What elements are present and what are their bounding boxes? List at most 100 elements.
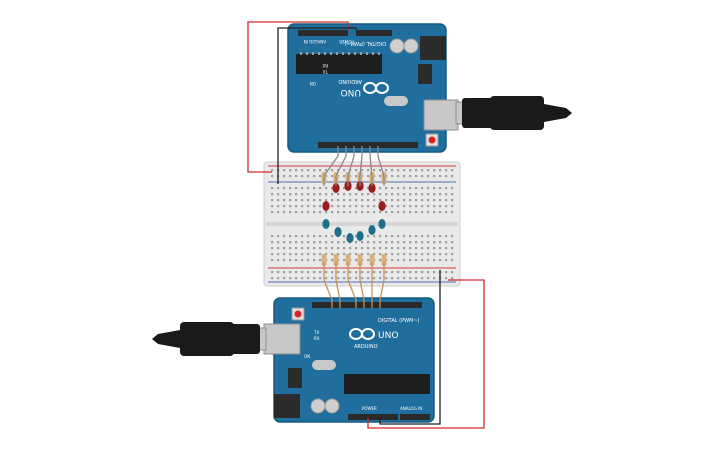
breadboard-hole	[325, 193, 328, 196]
breadboard-hole	[415, 259, 418, 262]
breadboard-hole	[283, 271, 286, 274]
breadboard-hole	[271, 199, 274, 202]
led-blue	[356, 231, 364, 241]
breadboard-hole	[343, 175, 346, 178]
breadboard-hole	[337, 199, 340, 202]
breadboard-hole	[433, 205, 436, 208]
reset-button-cap	[294, 310, 302, 318]
analog-in-label: ANALOG IN	[304, 39, 326, 44]
board-brand-label: ARDUINO	[338, 78, 362, 84]
breadboard-hole	[445, 205, 448, 208]
breadboard-hole	[283, 205, 286, 208]
breadboard-hole	[355, 271, 358, 274]
breadboard-hole	[403, 211, 406, 214]
arduino-uno-top[interactable]: UNO ARDUINO DIGITAL (PWM~) POWER ANALOG …	[287, 23, 459, 153]
capacitor	[324, 398, 340, 414]
capacitor	[310, 398, 326, 414]
breadboard-hole	[421, 271, 424, 274]
breadboard-hole	[415, 193, 418, 196]
chip-pin	[378, 52, 380, 55]
breadboard-hole	[325, 199, 328, 202]
breadboard-hole	[325, 277, 328, 280]
breadboard-hole	[379, 199, 382, 202]
breadboard-hole	[427, 259, 430, 262]
signal-wire-top	[347, 146, 355, 186]
breadboard-hole	[451, 211, 454, 214]
breadboard-hole	[331, 277, 334, 280]
breadboard-hole	[367, 199, 370, 202]
breadboard-hole	[433, 241, 436, 244]
usb-plug-icon	[152, 322, 267, 356]
breadboard-hole	[343, 187, 346, 190]
breadboard-hole	[439, 205, 442, 208]
arduino-uno-bottom[interactable]: UNO ARDUINO DIGITAL (PWM~) TX RX ON POWE…	[263, 297, 435, 423]
breadboard-hole	[439, 241, 442, 244]
breadboard-hole	[343, 199, 346, 202]
breadboard-hole	[379, 211, 382, 214]
breadboard-hole	[427, 247, 430, 250]
breadboard-hole	[301, 199, 304, 202]
led-red	[332, 183, 340, 193]
breadboard-hole	[367, 205, 370, 208]
digital-header-top-row	[356, 30, 392, 36]
breadboard-hole	[373, 271, 376, 274]
breadboard-hole	[343, 169, 346, 172]
breadboard-hole	[301, 187, 304, 190]
breadboard-hole	[415, 205, 418, 208]
breadboard-hole	[361, 199, 364, 202]
breadboard-hole	[367, 187, 370, 190]
breadboard-hole	[409, 169, 412, 172]
breadboard-hole	[391, 241, 394, 244]
breadboard-hole	[385, 241, 388, 244]
breadboard-hole	[385, 205, 388, 208]
signal-wires	[323, 146, 385, 308]
breadboard-hole	[421, 277, 424, 280]
breadboard-hole	[385, 211, 388, 214]
led-blue	[322, 219, 330, 229]
chip-pin	[372, 52, 374, 55]
breadboard-hole	[421, 259, 424, 262]
infinity-logo-icon	[363, 82, 389, 94]
breadboard-hole	[439, 169, 442, 172]
breadboard-hole	[421, 253, 424, 256]
breadboard-hole	[403, 187, 406, 190]
breadboard-hole	[307, 205, 310, 208]
breadboard-hole	[289, 175, 292, 178]
digital-header	[312, 302, 422, 308]
breadboard-hole	[427, 205, 430, 208]
breadboard-hole	[277, 271, 280, 274]
breadboard-hole	[331, 169, 334, 172]
breadboard-hole	[307, 211, 310, 214]
breadboard-hole	[271, 187, 274, 190]
breadboard-hole	[331, 211, 334, 214]
breadboard-hole	[301, 259, 304, 262]
breadboard-hole	[397, 199, 400, 202]
breadboard-hole	[421, 205, 424, 208]
breadboard-hole	[295, 247, 298, 250]
breadboard-hole	[313, 253, 316, 256]
breadboard-hole	[313, 271, 316, 274]
breadboard-hole	[325, 235, 328, 238]
breadboard-hole	[283, 187, 286, 190]
breadboard-hole	[445, 211, 448, 214]
breadboard-hole	[307, 247, 310, 250]
breadboard-hole	[361, 169, 364, 172]
digital-pwm-label: DIGITAL (PWM~)	[344, 40, 386, 46]
breadboard-hole	[301, 247, 304, 250]
breadboard-hole	[373, 241, 376, 244]
breadboard-hole	[313, 241, 316, 244]
breadboard-hole	[391, 259, 394, 262]
breadboard-hole	[367, 235, 370, 238]
breadboard-hole	[289, 247, 292, 250]
breadboard-hole	[289, 205, 292, 208]
breadboard-hole	[319, 253, 322, 256]
breadboard-hole	[337, 253, 340, 256]
breadboard-hole	[331, 259, 334, 262]
breadboard-hole	[397, 241, 400, 244]
breadboard-hole	[337, 211, 340, 214]
breadboard-hole	[307, 277, 310, 280]
led-red	[378, 201, 386, 211]
breadboard-hole	[325, 187, 328, 190]
breadboard-hole	[397, 253, 400, 256]
breadboard-hole	[277, 247, 280, 250]
